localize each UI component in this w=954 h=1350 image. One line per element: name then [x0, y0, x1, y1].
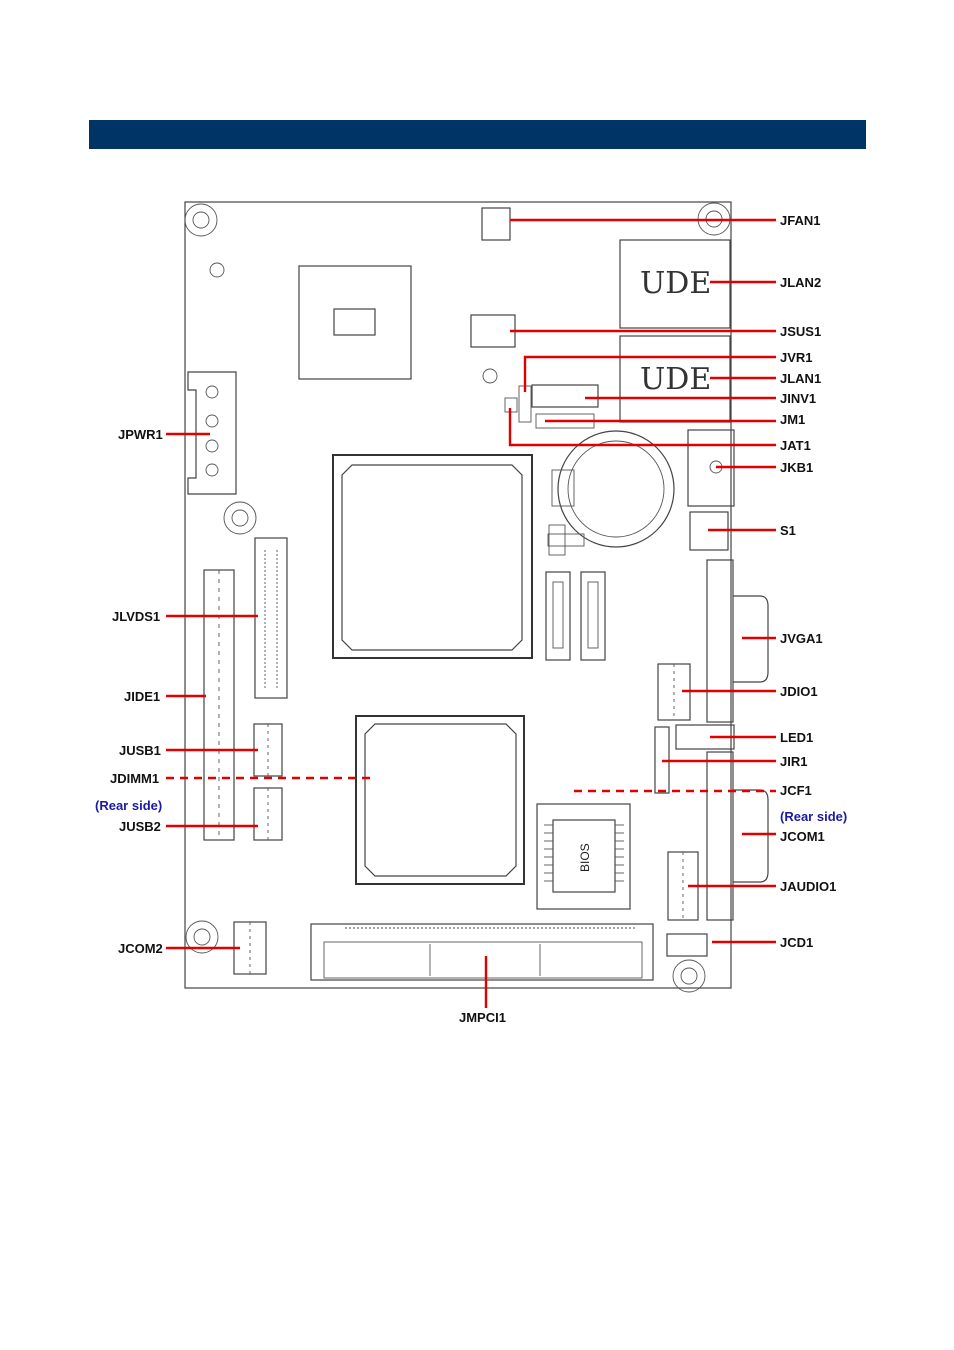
south-bridge-chip — [356, 716, 524, 884]
rj45-mark-top: UDE — [640, 266, 711, 301]
label-jir1: JIR1 — [780, 754, 807, 769]
label-jdimm1: JDIMM1 — [110, 771, 159, 786]
label-rear-side-right: (Rear side) — [780, 809, 847, 824]
label-jsus1: JSUS1 — [780, 324, 821, 339]
label-jmpci1: JMPCI1 — [459, 1010, 506, 1025]
mini-pci-slot — [311, 924, 653, 980]
label-jcd1: JCD1 — [780, 935, 813, 950]
ide-header — [204, 570, 234, 840]
board-outline — [185, 202, 731, 988]
battery-holder — [552, 431, 674, 547]
label-jvr1: JVR1 — [780, 350, 813, 365]
label-led1: LED1 — [780, 730, 813, 745]
label-jcf1: JCF1 — [780, 783, 812, 798]
label-jkb1: JKB1 — [780, 460, 813, 475]
label-jusb2: JUSB2 — [119, 819, 161, 834]
label-jpwr1: JPWR1 — [118, 427, 163, 442]
label-jdio1: JDIO1 — [780, 684, 818, 699]
cpu-chip — [299, 266, 411, 379]
bios-label: BIOS — [578, 843, 592, 872]
label-jinv1: JINV1 — [780, 391, 816, 406]
label-jm1: JM1 — [780, 412, 805, 427]
label-jvga1: JVGA1 — [780, 631, 823, 646]
lvds-connector — [255, 538, 287, 698]
label-jfan1: JFAN1 — [780, 213, 820, 228]
label-jcom1: JCOM1 — [780, 829, 825, 844]
bios-chip: BIOS — [537, 804, 630, 909]
label-s1: S1 — [780, 523, 796, 538]
label-jlan1: JLAN1 — [780, 371, 821, 386]
north-bridge-chip — [333, 455, 532, 658]
label-jlvds1: JLVDS1 — [112, 609, 160, 624]
label-jlan2: JLAN2 — [780, 275, 821, 290]
rj45-mark-bottom: UDE — [640, 362, 711, 397]
label-jusb1: JUSB1 — [119, 743, 161, 758]
label-jide1: JIDE1 — [124, 689, 160, 704]
label-jaudio1: JAUDIO1 — [780, 879, 836, 894]
label-jat1: JAT1 — [780, 438, 811, 453]
label-rear-side-left: (Rear side) — [95, 798, 162, 813]
sata-ports — [546, 525, 605, 660]
label-jcom2: JCOM2 — [118, 941, 163, 956]
mounting-holes — [185, 203, 730, 992]
usb-headers — [254, 724, 282, 840]
